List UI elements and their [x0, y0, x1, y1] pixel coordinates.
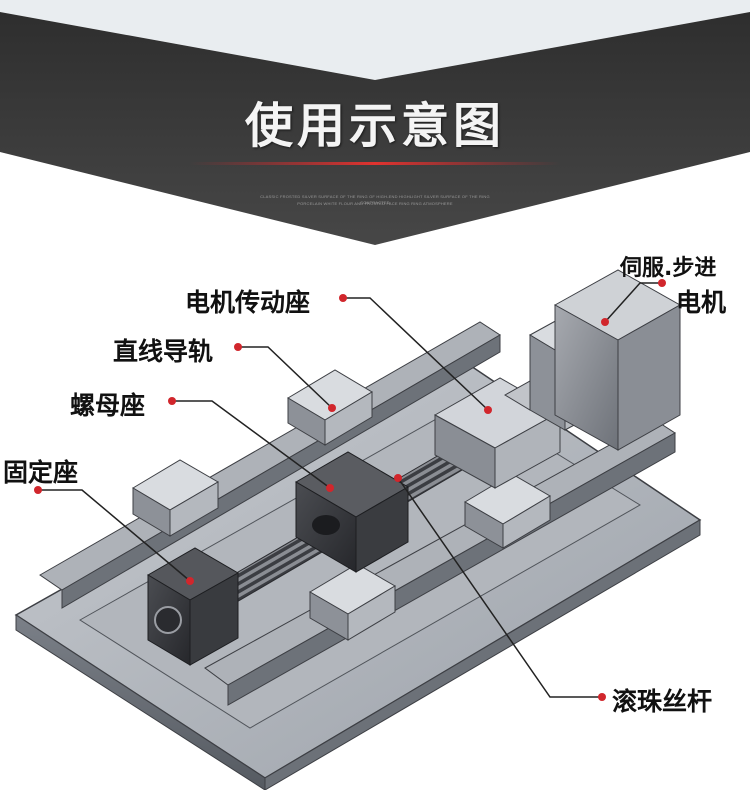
- marker-motor-start: [658, 279, 666, 287]
- marker-motor-drive-seat-end: [484, 406, 492, 414]
- label-nut-seat: 螺母座: [70, 391, 146, 420]
- marker-ball-screw-start: [598, 693, 606, 701]
- nut-seat-block: [295, 451, 409, 573]
- marker-motor-end: [601, 318, 609, 326]
- marker-ball-screw-end: [394, 474, 402, 482]
- accent-line: [190, 162, 560, 165]
- header-tagline-1: CLASSIC FROSTED SILVER SURFACE OF THE RI…: [260, 194, 490, 205]
- guide-carriage-near-2: [309, 563, 396, 641]
- guide-carriage-near-1: [464, 473, 551, 549]
- marker-linear-guide-end: [328, 404, 336, 412]
- servo-stepper-motor: [553, 269, 682, 451]
- guide-carriage-far-2: [132, 459, 219, 537]
- label-linear-guide: 直线导轨: [113, 337, 214, 366]
- label-motor: 电机: [676, 288, 727, 317]
- guide-carriage-far-1: [287, 369, 373, 446]
- marker-fixed-seat-end: [186, 577, 194, 585]
- leader-motor-drive-seat: [343, 297, 489, 411]
- leader-linear-guide: [238, 346, 333, 409]
- header-tagline-2: PORCELAIN WHITE FLOUR AND FROSTED FACE R…: [297, 201, 453, 206]
- leader-nut-seat: [172, 400, 331, 489]
- label-ball-screw: 滚珠丝杆: [612, 687, 713, 716]
- leader-fixed-seat: [38, 489, 191, 582]
- header-background: [0, 0, 750, 245]
- header-band: 使用示意图 CLASSIC FROSTED SILVER SURFACE OF …: [0, 0, 750, 245]
- label-markers: [34, 279, 666, 701]
- label-motor-drive-seat: 电机传动座: [185, 288, 311, 317]
- marker-linear-guide-start: [234, 343, 242, 351]
- fixed-seat-block: [147, 547, 240, 666]
- leader-motor: [604, 282, 662, 323]
- label-fixed-seat: 固定座: [3, 458, 79, 487]
- page-title: 使用示意图: [244, 98, 505, 154]
- marker-fixed-seat-start: [34, 486, 42, 494]
- marker-nut-seat-start: [168, 397, 176, 405]
- leader-ball-screw: [397, 477, 602, 698]
- marker-motor-drive-seat-start: [339, 294, 347, 302]
- marker-nut-seat-end: [326, 484, 334, 492]
- leader-lines: [38, 282, 662, 698]
- label-servo-stepper: 伺服.步进: [620, 256, 717, 281]
